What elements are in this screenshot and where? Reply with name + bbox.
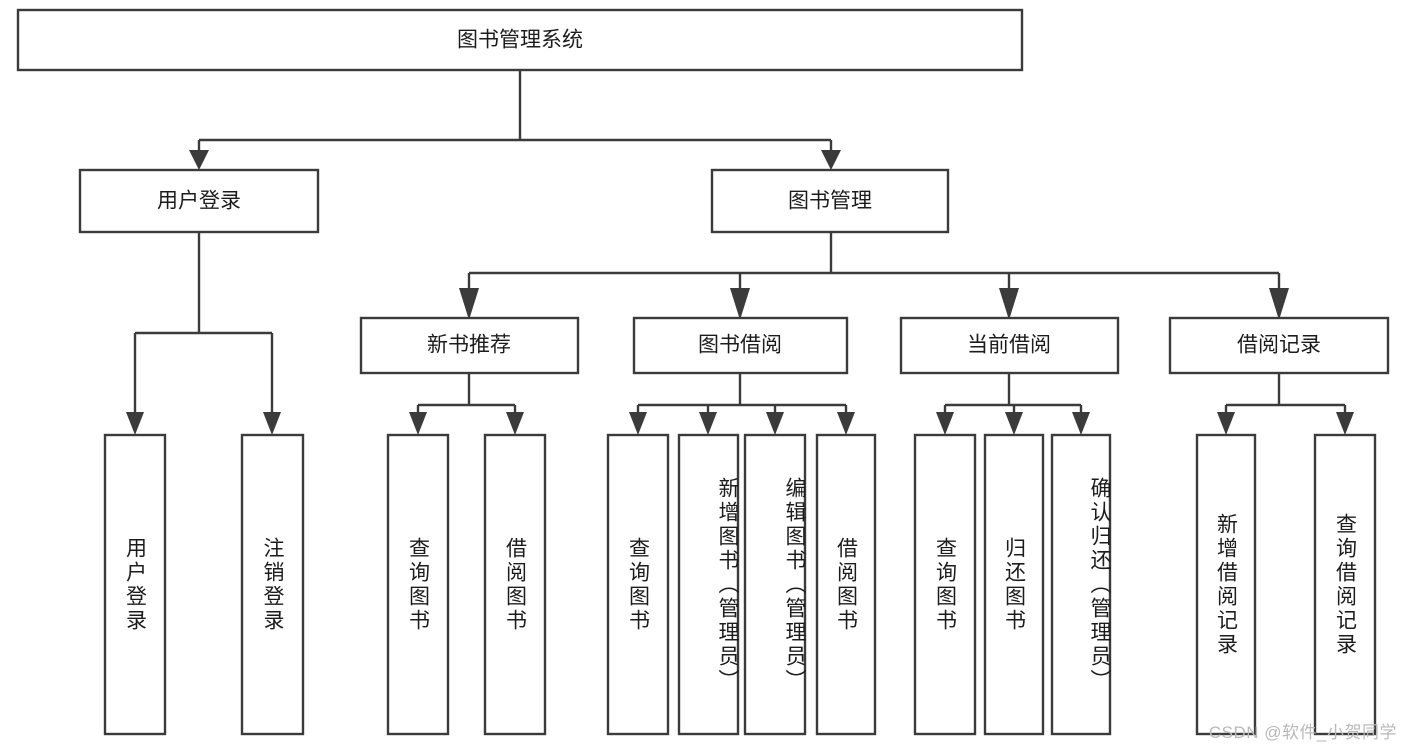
node-book-manage[interactable]	[710, 168, 950, 234]
leaf-box-bookborrow-add[interactable]	[677, 433, 740, 736]
node-book-borrow[interactable]	[632, 316, 849, 375]
leaf-box-record-query[interactable]	[1313, 433, 1377, 736]
node-box-group: 图书管理系统 用户登录 图书管理 新书推荐 图书借阅 当前借阅 借阅记录	[16, 8, 1390, 736]
leaf-box-newbook-borrow[interactable]	[483, 433, 547, 736]
leaf-box-newbook-query[interactable]	[386, 433, 450, 736]
node-current-borrow-label: 当前借阅	[967, 334, 1051, 357]
arrowhead-book-manage	[821, 150, 841, 170]
arrowhead-bookborrow-leaf-3	[766, 412, 784, 435]
leaf-box-record-add[interactable]	[1195, 433, 1257, 736]
arrowhead-bookborrow-leaf-4	[837, 412, 855, 435]
node-book-manage-label: 图书管理	[788, 190, 872, 213]
arrowhead-leaf-logout	[263, 412, 281, 435]
connector-group	[126, 70, 1354, 435]
arrowhead-current-borrow	[999, 288, 1019, 320]
arrowhead-book-borrow	[730, 288, 750, 320]
arrowhead-bookborrow-leaf-1	[629, 412, 647, 435]
arrowhead-bookborrow-leaf-2	[699, 412, 717, 435]
leaf-box-bookborrow-lend[interactable]	[815, 433, 877, 736]
arrowhead-currentborrow-leaf-3	[1072, 412, 1090, 435]
node-user-login[interactable]	[78, 168, 320, 234]
node-user-login-label: 用户登录	[157, 190, 241, 213]
arrowhead-borrowrecord-leaf-1	[1217, 412, 1235, 435]
leaf-box-currentborrow-confirm[interactable]	[1050, 433, 1112, 736]
arrowhead-currentborrow-leaf-2	[1005, 412, 1023, 435]
node-borrow-record[interactable]	[1168, 316, 1390, 375]
node-root-label: 图书管理系统	[457, 29, 583, 52]
node-root[interactable]	[16, 8, 1024, 72]
arrowhead-newbook-leaf-2	[506, 412, 524, 435]
node-book-borrow-label: 图书借阅	[698, 334, 782, 357]
arrowhead-currentborrow-leaf-1	[936, 412, 954, 435]
csdn-watermark: CSDN @软件_小贺同学	[1208, 723, 1397, 742]
arrowhead-borrowrecord-leaf-2	[1336, 412, 1354, 435]
node-borrow-record-label: 借阅记录	[1237, 334, 1321, 357]
leaf-box-currentborrow-return[interactable]	[983, 433, 1045, 736]
arrowhead-user-login	[189, 150, 209, 170]
node-current-borrow[interactable]	[899, 316, 1120, 375]
leaf-box-bookborrow-edit[interactable]	[743, 433, 807, 736]
leaf-box-logout[interactable]	[240, 433, 305, 736]
arrowhead-newbook-leaf-1	[409, 412, 427, 435]
leaf-box-user-login[interactable]	[103, 433, 167, 736]
arrowhead-leaf-user-login	[126, 412, 144, 435]
arrowhead-new-book	[459, 288, 479, 320]
node-new-book[interactable]	[359, 316, 580, 375]
node-new-book-label: 新书推荐	[427, 334, 511, 357]
leaf-box-bookborrow-query[interactable]	[606, 433, 670, 736]
leaf-box-currentborrow-query[interactable]	[913, 433, 977, 736]
arrowhead-borrow-record	[1269, 288, 1289, 320]
